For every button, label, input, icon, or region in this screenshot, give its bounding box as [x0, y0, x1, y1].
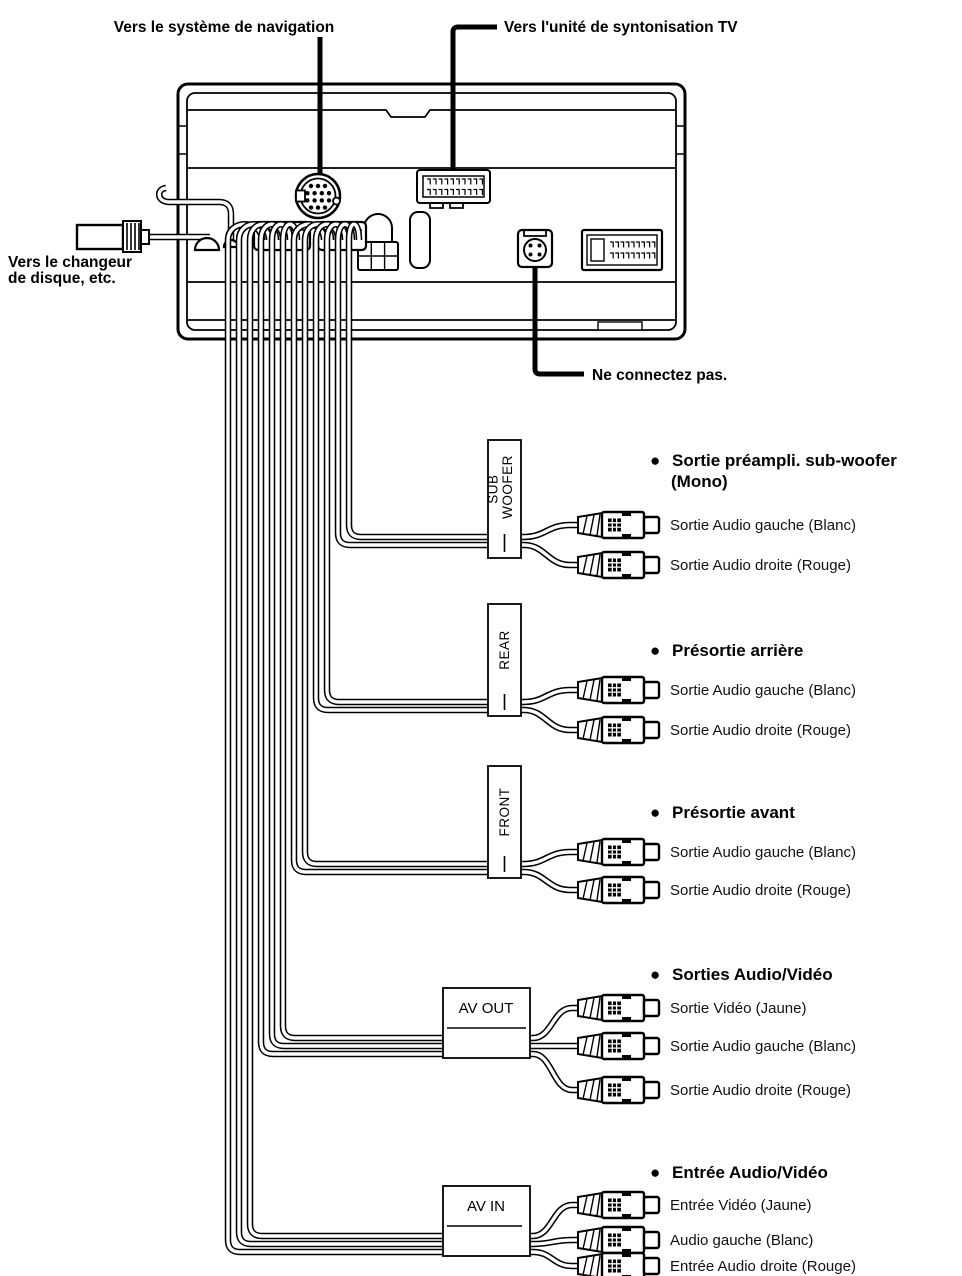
rca-plugs: [576, 510, 661, 1276]
do-not-connect-leader-line: [532, 267, 584, 377]
heading-rear: ● Présortie arrière: [650, 641, 803, 660]
rca-plug-front-left: [576, 837, 661, 867]
heading-av-in: ● Entrée Audio/Vidéo: [650, 1163, 828, 1182]
rca-plug-rear-left: [576, 675, 661, 705]
wire-av-out-right: [261, 224, 580, 1090]
unit-top-strip-line: [187, 109, 675, 118]
label-tv-tuner: Vers l'unité de syntonisation TV: [504, 19, 738, 36]
tag-sub-woofer: SUB WOOFER: [486, 439, 522, 559]
disc-changer-assembly: [75, 188, 240, 253]
bullet-icon: ●: [650, 641, 660, 660]
tag-front: FRONT: [487, 765, 522, 879]
disc-changer-plug: [75, 220, 150, 253]
unit-edge-ticks: [178, 125, 685, 155]
tag-front-label: FRONT: [497, 788, 512, 837]
tv-tuner-connector: [416, 169, 491, 209]
row-label: Sortie Audio droite (Rouge): [670, 722, 851, 739]
row-label: Sortie Audio gauche (Blanc): [670, 517, 856, 534]
right-harness-connector: [580, 228, 664, 272]
heading-front: ● Présortie avant: [650, 803, 795, 822]
wire-av-in-video: [250, 224, 580, 1236]
tv-tuner-leader-line: [450, 24, 497, 170]
tag-av-out: AV OUT: [442, 987, 531, 1059]
bullet-icon: ●: [650, 1163, 660, 1182]
label-disc-changer-line1: Vers le changeur: [8, 254, 132, 271]
heading-subwoofer: ● Sortie préampli. sub-woofer: [650, 451, 897, 470]
tag-rear-label: REAR: [497, 630, 512, 670]
row-label: Sortie Audio droite (Rouge): [670, 882, 851, 899]
heading-subwoofer-line2: (Mono): [671, 472, 728, 491]
rca-plug-sub-left: [576, 510, 661, 540]
rca-plug-av-in-right: [576, 1251, 661, 1276]
unit-inner-panel: [186, 92, 677, 331]
row-label: Entrée Vidéo (Jaune): [670, 1197, 811, 1214]
wire-bundle: [228, 224, 580, 1266]
tag-rear: REAR: [487, 603, 522, 717]
row-label: Sortie Audio gauche (Blanc): [670, 844, 856, 861]
label-disc-changer-line2: de disque, etc.: [8, 270, 116, 287]
row-label: Sortie Vidéo (Jaune): [670, 1000, 806, 1017]
power-connector: [357, 213, 399, 271]
rca-plug-av-out-left: [576, 1031, 661, 1061]
row-label: Sortie Audio gauche (Blanc): [670, 682, 856, 699]
rca-plug-av-in-left: [576, 1225, 661, 1255]
rca-plug-front-right: [576, 875, 661, 905]
rca-plug-rear-right: [576, 715, 661, 745]
wire-av-in-left: [239, 224, 580, 1244]
do-not-connect-connector: [516, 228, 554, 269]
tag-sub-line2: WOOFER: [500, 455, 515, 519]
navigation-connector: [294, 172, 342, 220]
tag-av-in: AV IN: [442, 1185, 531, 1257]
tag-sub-line1: SUB: [486, 475, 501, 504]
label-navigation: Vers le système de navigation: [114, 19, 335, 36]
row-label: Sortie Audio droite (Rouge): [670, 557, 851, 574]
heading-av-out: ● Sorties Audio/Vidéo: [650, 965, 833, 984]
rca-plug-av-out-right: [576, 1075, 661, 1105]
tag-av-out-label: AV OUT: [459, 1000, 514, 1017]
head-unit-rear-panel: [176, 82, 687, 341]
row-label: Sortie Audio droite (Rouge): [670, 1082, 851, 1099]
unit-bottom-tab: [597, 321, 643, 331]
rca-plug-av-in-video: [576, 1190, 661, 1220]
bullet-icon: ●: [650, 965, 660, 984]
rca-plug-av-out-video: [576, 993, 661, 1023]
rca-plug-sub-right: [576, 550, 661, 580]
tag-av-in-label: AV IN: [467, 1198, 505, 1215]
cable-grommet-dome: [193, 236, 221, 252]
slot-connector: [409, 211, 431, 269]
bullet-icon: ●: [650, 803, 660, 822]
row-label: Sortie Audio gauche (Blanc): [670, 1038, 856, 1055]
bullet-icon: ●: [650, 451, 660, 470]
row-label: Audio gauche (Blanc): [670, 1232, 813, 1249]
svg-text:SUB WOOFER: SUB WOOFER: [486, 455, 516, 519]
label-do-not-connect: Ne connectez pas.: [592, 367, 727, 384]
row-label: Entrée Audio droite (Rouge): [670, 1258, 856, 1275]
